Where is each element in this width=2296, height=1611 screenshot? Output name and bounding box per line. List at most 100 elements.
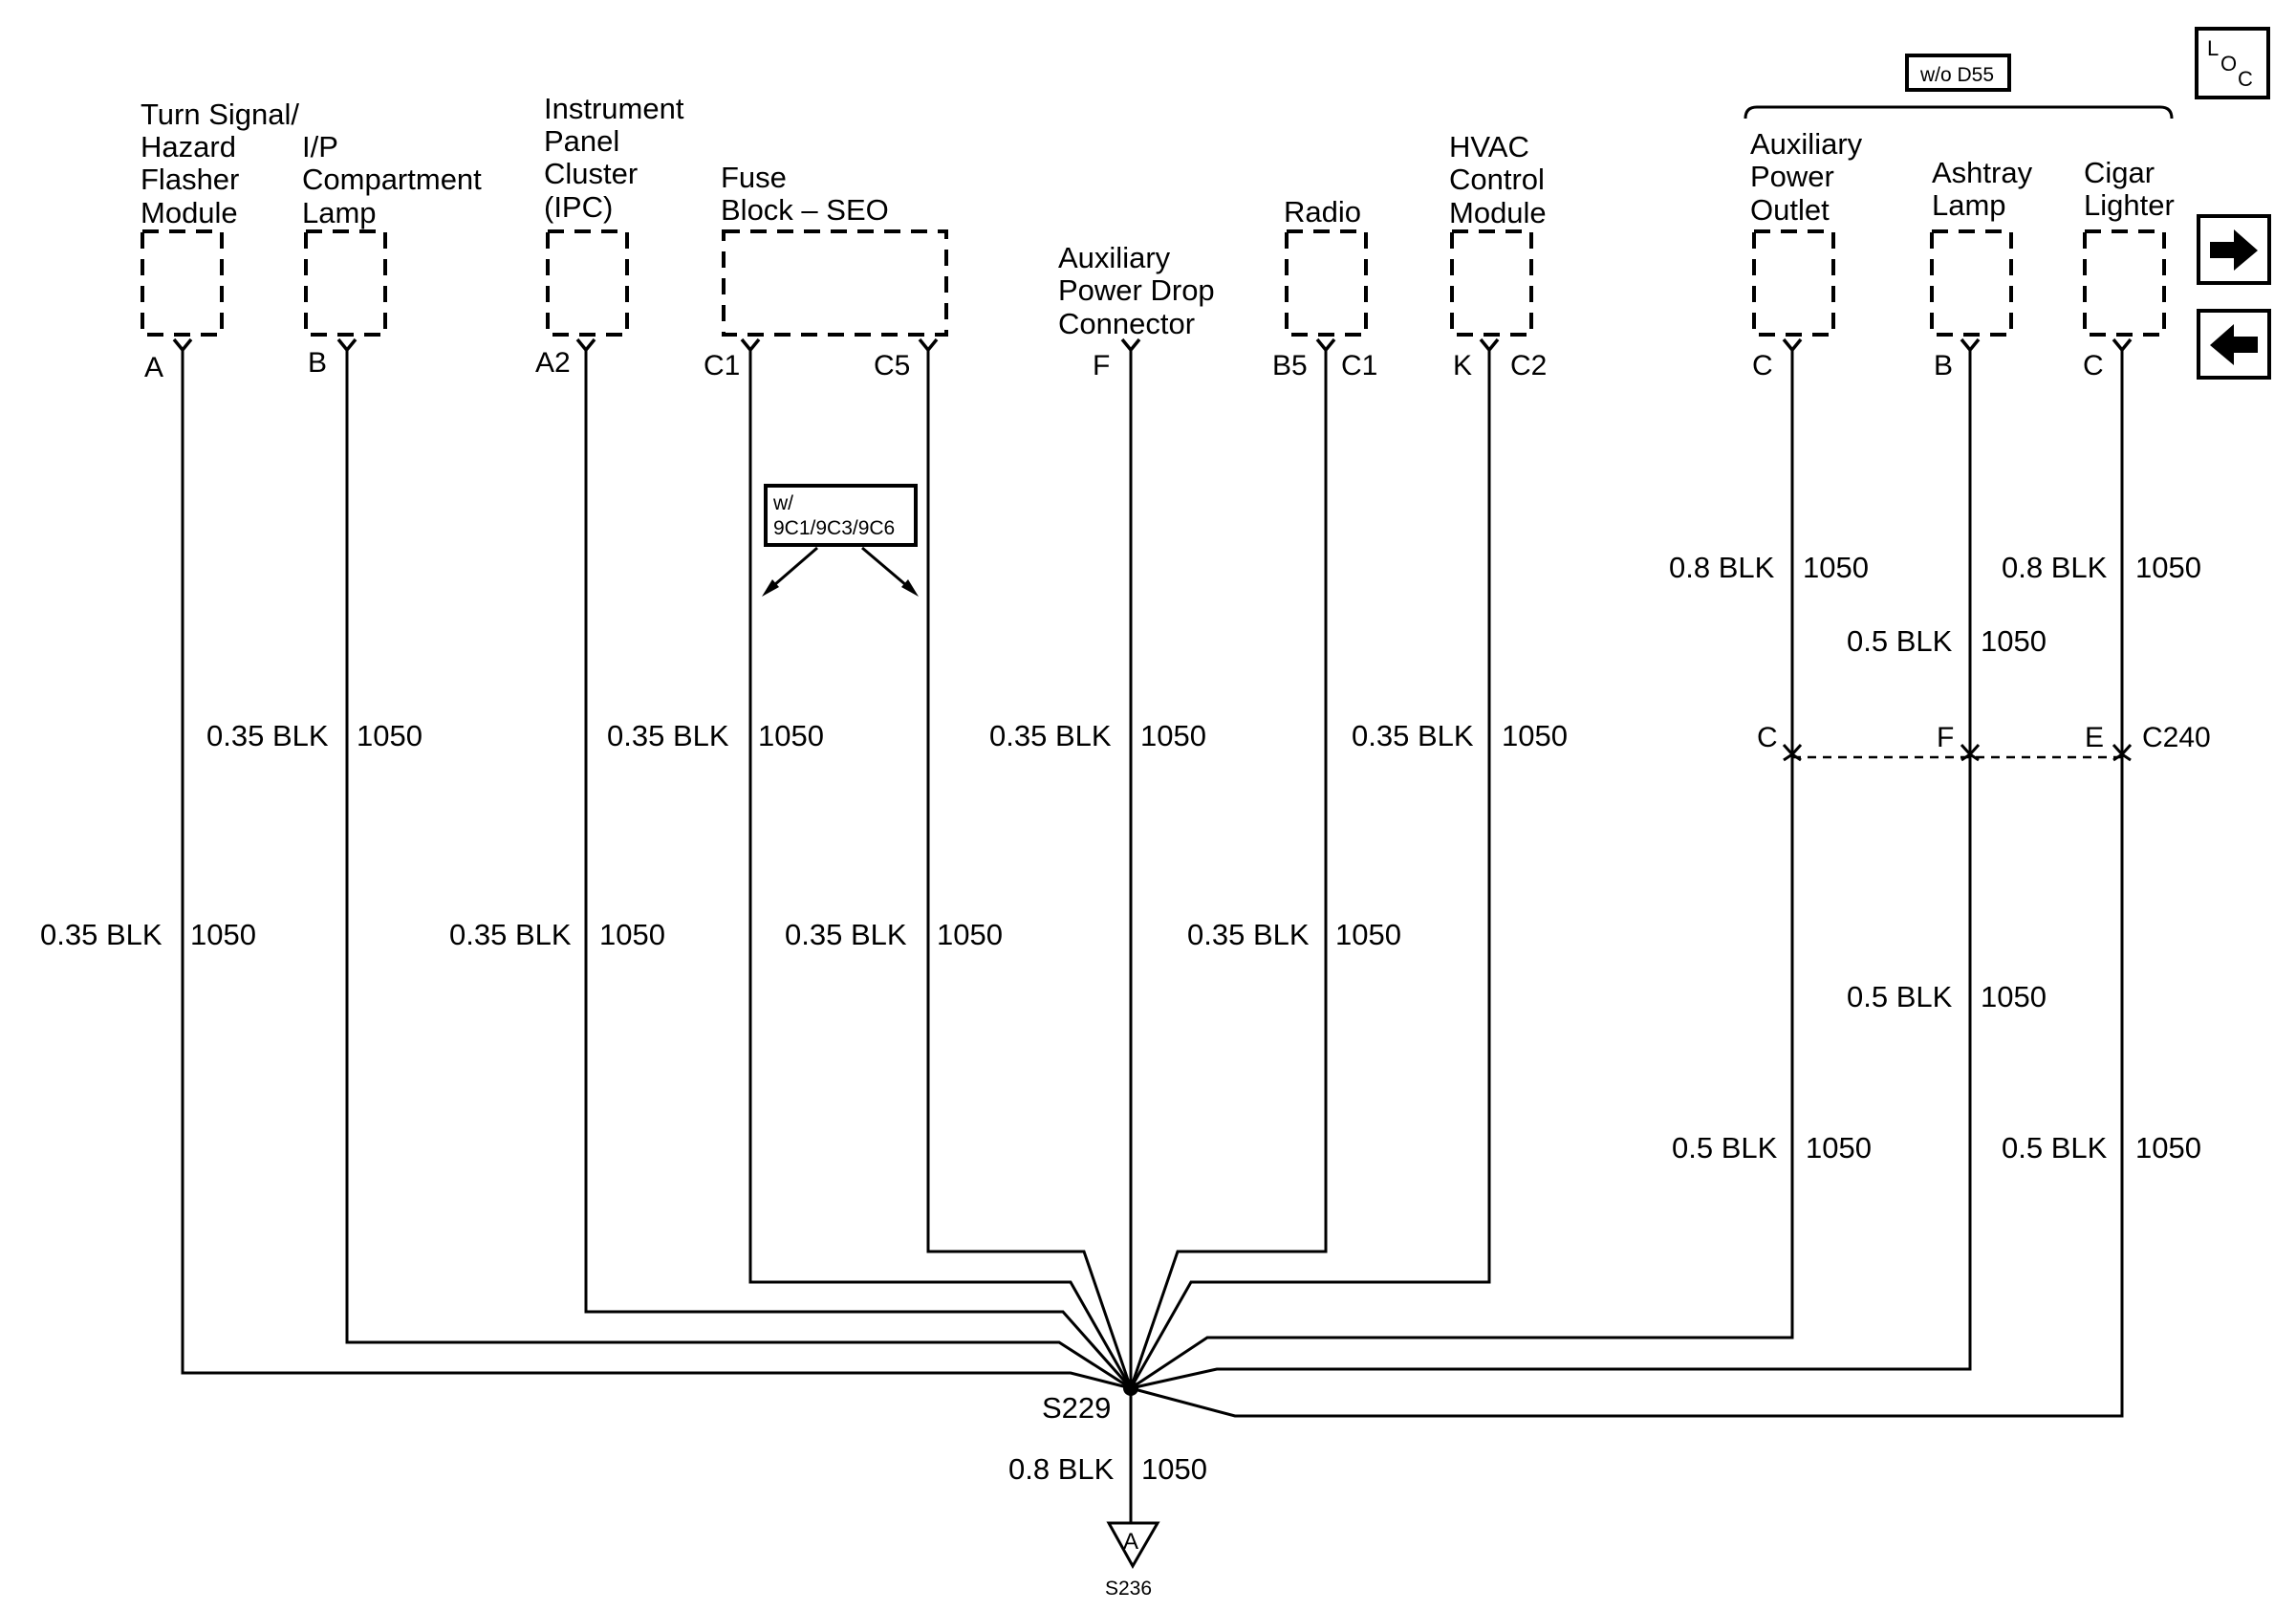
svg-text:F: F xyxy=(1937,722,1954,753)
auxiliary-power-outlet-label: Auxiliary Power Outlet xyxy=(1750,127,1863,227)
svg-text:1050: 1050 xyxy=(2135,1131,2201,1165)
svg-text:Lighter: Lighter xyxy=(2084,188,2175,222)
ashtray-box xyxy=(1930,229,2013,337)
svg-text:F: F xyxy=(1093,350,1110,381)
wire-ip-lamp xyxy=(345,350,1132,1390)
svg-text:1050: 1050 xyxy=(1981,624,2047,658)
svg-text:Hazard: Hazard xyxy=(141,130,236,163)
svg-text:0.35 BLK: 0.35 BLK xyxy=(785,918,907,951)
wire-fuse-c1 xyxy=(748,350,1133,1389)
svg-text:1050: 1050 xyxy=(2135,551,2201,584)
previous-page-arrow-icon[interactable] xyxy=(2197,309,2271,380)
svg-text:0.35 BLK: 0.35 BLK xyxy=(40,918,162,951)
svg-text:K: K xyxy=(1453,350,1472,381)
svg-text:Lamp: Lamp xyxy=(302,196,377,229)
terminal-a2 xyxy=(575,337,596,353)
svg-text:C: C xyxy=(2083,350,2104,381)
ground-s236: A S236 xyxy=(1105,1521,1160,1600)
hvac-box xyxy=(1450,229,1533,337)
terminal-b5 xyxy=(1315,337,1336,353)
svg-text:0.8 BLK: 0.8 BLK xyxy=(1008,1452,1115,1486)
cigar-box xyxy=(2083,229,2166,337)
svg-text:1050: 1050 xyxy=(599,918,665,951)
svg-text:E: E xyxy=(2085,722,2104,753)
pin-labels: A B A2 C1 C5 F B5 C1 K C2 C B C xyxy=(144,347,2104,383)
svg-text:1050: 1050 xyxy=(1335,918,1401,951)
svg-text:Lamp: Lamp xyxy=(1932,188,2006,222)
svg-text:Module: Module xyxy=(141,196,238,229)
terminal-c5 xyxy=(918,337,939,353)
terminal-k xyxy=(1479,337,1500,353)
svg-text:0.35 BLK: 0.35 BLK xyxy=(607,719,729,752)
terminal-f xyxy=(1120,337,1141,353)
svg-text:HVAC: HVAC xyxy=(1449,130,1529,163)
svg-text:0.5 BLK: 0.5 BLK xyxy=(2002,1131,2108,1165)
svg-text:Compartment: Compartment xyxy=(302,163,482,196)
svg-text:Ashtray: Ashtray xyxy=(1932,156,2033,189)
next-page-arrow-icon[interactable] xyxy=(2197,214,2271,285)
svg-text:0.35 BLK: 0.35 BLK xyxy=(449,918,572,951)
svg-text:1050: 1050 xyxy=(1981,980,2047,1013)
svg-text:C5: C5 xyxy=(874,350,910,381)
svg-text:1050: 1050 xyxy=(937,918,1003,951)
svg-text:Turn Signal/: Turn Signal/ xyxy=(141,98,299,131)
svg-text:Connector: Connector xyxy=(1058,307,1195,340)
svg-text:1050: 1050 xyxy=(1140,719,1206,752)
svg-text:Fuse: Fuse xyxy=(721,161,787,194)
svg-text:C1: C1 xyxy=(704,350,740,381)
svg-text:0.35 BLK: 0.35 BLK xyxy=(1187,918,1310,951)
svg-text:S236: S236 xyxy=(1105,1578,1152,1600)
c240-connector: C F E C240 xyxy=(1757,722,2211,762)
svg-text:Control: Control xyxy=(1449,163,1545,196)
svg-text:Block – SEO: Block – SEO xyxy=(721,193,889,227)
terminal-ash-b xyxy=(1960,337,1981,353)
wire-cigar xyxy=(1130,350,2124,1418)
svg-text:Panel: Panel xyxy=(544,124,619,158)
turn-signal-hazard-flasher-module-label: Turn Signal/ Hazard Flasher Module xyxy=(141,98,299,229)
splice-s229-label: S229 xyxy=(1042,1391,1111,1425)
location-icon[interactable]: L O C xyxy=(2195,27,2270,99)
svg-text:Cluster: Cluster xyxy=(544,157,638,190)
svg-text:C240: C240 xyxy=(2142,722,2211,753)
terminal-c1 xyxy=(740,337,761,353)
wire-labels: 0.35 BLK 1050 0.35 BLK 1050 0.35 BLK 105… xyxy=(40,551,2201,1486)
wire-turn-signal xyxy=(181,350,1132,1390)
ipc-box xyxy=(546,229,629,337)
terminal-b xyxy=(336,337,357,353)
terminal-cig-c xyxy=(2112,337,2133,353)
svg-text:0.8 BLK: 0.8 BLK xyxy=(1669,551,1775,584)
wire-radio xyxy=(1129,350,1328,1389)
svg-text:0.35 BLK: 0.35 BLK xyxy=(206,719,329,752)
terminal-a xyxy=(172,337,193,353)
svg-text:I/P: I/P xyxy=(302,130,338,163)
svg-text:A2: A2 xyxy=(535,347,571,379)
svg-text:1050: 1050 xyxy=(357,719,422,752)
terminal-aux-c xyxy=(1782,337,1803,353)
wire-hvac xyxy=(1129,350,1491,1389)
svg-text:Auxiliary: Auxiliary xyxy=(1058,241,1171,274)
svg-text:C: C xyxy=(1757,722,1778,753)
option-bracket-wo-d55: w/o D55 xyxy=(1744,54,2174,120)
svg-text:C: C xyxy=(2238,67,2253,91)
radio-box xyxy=(1285,229,1368,337)
svg-text:Cigar: Cigar xyxy=(2084,156,2155,189)
svg-text:Auxiliary: Auxiliary xyxy=(1750,127,1863,161)
svg-text:A: A xyxy=(144,352,163,383)
wire-ashtray xyxy=(1130,350,1972,1390)
cigar-lighter-label: Cigar Lighter xyxy=(2084,156,2175,222)
svg-text:w/o D55: w/o D55 xyxy=(1919,64,1994,86)
svg-text:B: B xyxy=(1934,350,1953,381)
wire-ipc xyxy=(584,350,1133,1389)
turn-signal-module-box xyxy=(141,229,224,337)
instrument-panel-cluster-label: Instrument Panel Cluster (IPC) xyxy=(544,92,684,224)
svg-text:Outlet: Outlet xyxy=(1750,193,1830,227)
svg-text:L: L xyxy=(2207,36,2219,60)
aux-outlet-box xyxy=(1752,229,1835,337)
svg-text:(IPC): (IPC) xyxy=(544,190,613,224)
svg-text:0.8 BLK: 0.8 BLK xyxy=(2002,551,2108,584)
svg-text:B5: B5 xyxy=(1272,350,1308,381)
svg-text:A: A xyxy=(1123,1529,1138,1555)
fuse-block-seo-label: Fuse Block – SEO xyxy=(721,161,889,227)
svg-text:1050: 1050 xyxy=(1803,551,1869,584)
